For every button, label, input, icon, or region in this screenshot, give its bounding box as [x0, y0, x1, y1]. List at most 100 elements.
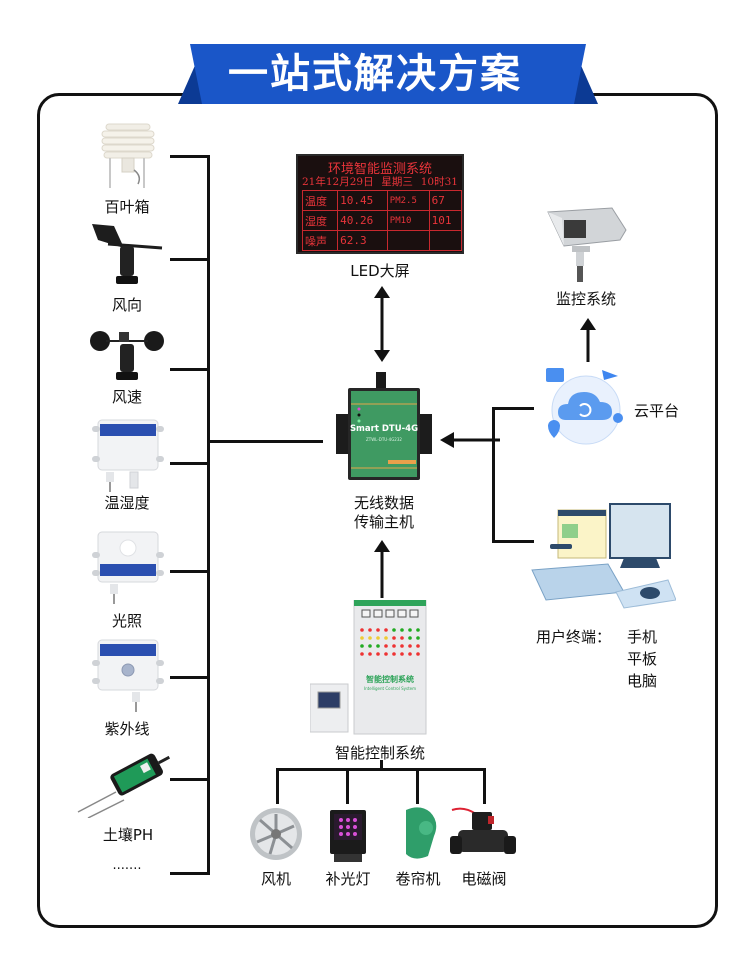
left-arrow-icon [440, 432, 500, 448]
svg-text:ZTWL-DTU-4G232: ZTWL-DTU-4G232 [366, 437, 402, 442]
led-cell: 62.3 [337, 230, 388, 251]
sensor-bus-to-dtu [207, 440, 323, 443]
sensor-bus-vertical [207, 155, 210, 875]
actuator-label-grow-light: 补光灯 [325, 870, 371, 888]
dtu-label-line1: 无线数据 [353, 494, 414, 512]
dtu-label: 无线数据 传输主机 [330, 494, 438, 532]
actuator-bus-up [380, 760, 383, 770]
grow-light-icon [330, 810, 366, 862]
uv-sensor-icon [92, 639, 164, 712]
indicator-light [376, 628, 380, 632]
indicator-light [368, 652, 372, 656]
indicator-light [384, 652, 388, 656]
wind-vane-icon [92, 224, 163, 284]
led-cell: 温度 [301, 190, 339, 211]
led-date-row: 21年12月29日 星期三 10时31 [302, 174, 458, 189]
right-bus-to-cloud [492, 407, 534, 410]
dtu-label-line2: 传输主机 [353, 513, 414, 531]
indicator-light [376, 644, 380, 648]
indicator-light [408, 652, 412, 656]
led-row: 湿度 40.26 PM10 101 [301, 210, 463, 231]
stub-more [170, 872, 210, 875]
curtain-roller-icon [406, 807, 437, 859]
led-cell: 10.45 [337, 190, 388, 211]
sensor-label-temp-humidity: 温湿度 [104, 494, 150, 512]
stub-uv [170, 676, 210, 679]
led-date: 21年12月29日 [302, 176, 374, 188]
led-row: 温度 10.45 PM2.5 67 [301, 190, 463, 211]
control-label: 智能控制系统 [334, 744, 425, 762]
stub-wind-speed [170, 368, 210, 371]
led-cell [386, 230, 430, 251]
indicator-light [376, 636, 380, 640]
indicator-light [368, 628, 372, 632]
led-time: 10时31 [420, 176, 458, 188]
indicator-light [416, 652, 420, 656]
led-cell: PM2.5 [386, 190, 430, 211]
actuator-label-fan: 风机 [260, 870, 291, 888]
soil-ph-probe-icon [77, 753, 171, 818]
stub-valve [483, 768, 486, 804]
page-title: 一站式解决方案 [228, 51, 522, 97]
cabinet-subtext: Intelligent Control System [364, 686, 416, 691]
stub-louver [170, 155, 210, 158]
cloud-label: 云平台 [634, 402, 680, 420]
cabinet-text: 智能控制系统 [366, 674, 414, 684]
indicator-light [400, 636, 404, 640]
indicator-light [416, 644, 420, 648]
computer-terminal-icon [531, 503, 676, 609]
indicator-light [392, 636, 396, 640]
indicator-light [400, 652, 404, 656]
actuator-label-valve: 电磁阀 [461, 870, 507, 888]
light-sensor-icon [92, 531, 164, 604]
indicator-light [368, 644, 372, 648]
title-banner [178, 44, 598, 104]
surveillance-camera-icon [547, 207, 627, 282]
stub-soil [170, 778, 210, 781]
louver-box-icon [101, 123, 155, 188]
indicator-light [360, 652, 364, 656]
led-weekday: 星期三 [381, 176, 413, 188]
terminal-device-tablet: 平板 [627, 650, 658, 668]
double-arrow-icon [374, 286, 390, 362]
led-cell: 101 [428, 210, 463, 231]
led-row: 噪声 62.3 [301, 230, 463, 251]
led-cell: 67 [428, 190, 463, 211]
stub-light [346, 768, 349, 804]
led-cell: PM10 [386, 210, 430, 231]
indicator-light [376, 652, 380, 656]
indicator-light [408, 636, 412, 640]
led-screen-title: 环境智能监测系统 [327, 162, 432, 177]
led-cell: 40.26 [337, 210, 388, 231]
stub-curtain [416, 768, 419, 804]
terminal-devices: 手机 平板 电脑 [627, 626, 657, 692]
indicator-light [384, 644, 388, 648]
indicator-light [416, 628, 420, 632]
cloud-platform-icon [546, 368, 623, 445]
sensor-label-light: 光照 [111, 612, 142, 630]
stub-wind-dir [170, 258, 210, 261]
indicator-light [360, 636, 364, 640]
sensor-label-louver: 百叶箱 [104, 198, 150, 216]
fan-icon [250, 808, 302, 860]
stub-temp-hum [170, 462, 210, 465]
indicator-light [360, 628, 364, 632]
terminal-label: 用户终端： [536, 628, 612, 646]
sensor-label-wind-speed: 风速 [111, 388, 142, 406]
right-bus-vertical [492, 407, 495, 543]
indicator-light [400, 628, 404, 632]
indicator-light [416, 636, 420, 640]
led-label: LED大屏 [350, 262, 410, 280]
solenoid-valve-icon [450, 807, 516, 854]
indicator-light [384, 628, 388, 632]
led-table: 温度 10.45 PM2.5 67 湿度 40.26 PM10 101 噪声 6… [301, 190, 463, 251]
terminal-device-pc: 电脑 [627, 672, 658, 690]
terminal-device-phone: 手机 [627, 628, 658, 646]
led-cell: 湿度 [301, 210, 339, 231]
indicator-light [392, 644, 396, 648]
indicator-light [360, 644, 364, 648]
indicator-light [368, 636, 372, 640]
svg-text:Smart DTU-4G: Smart DTU-4G [350, 424, 418, 434]
indicator-light [408, 628, 412, 632]
indicator-light [408, 644, 412, 648]
